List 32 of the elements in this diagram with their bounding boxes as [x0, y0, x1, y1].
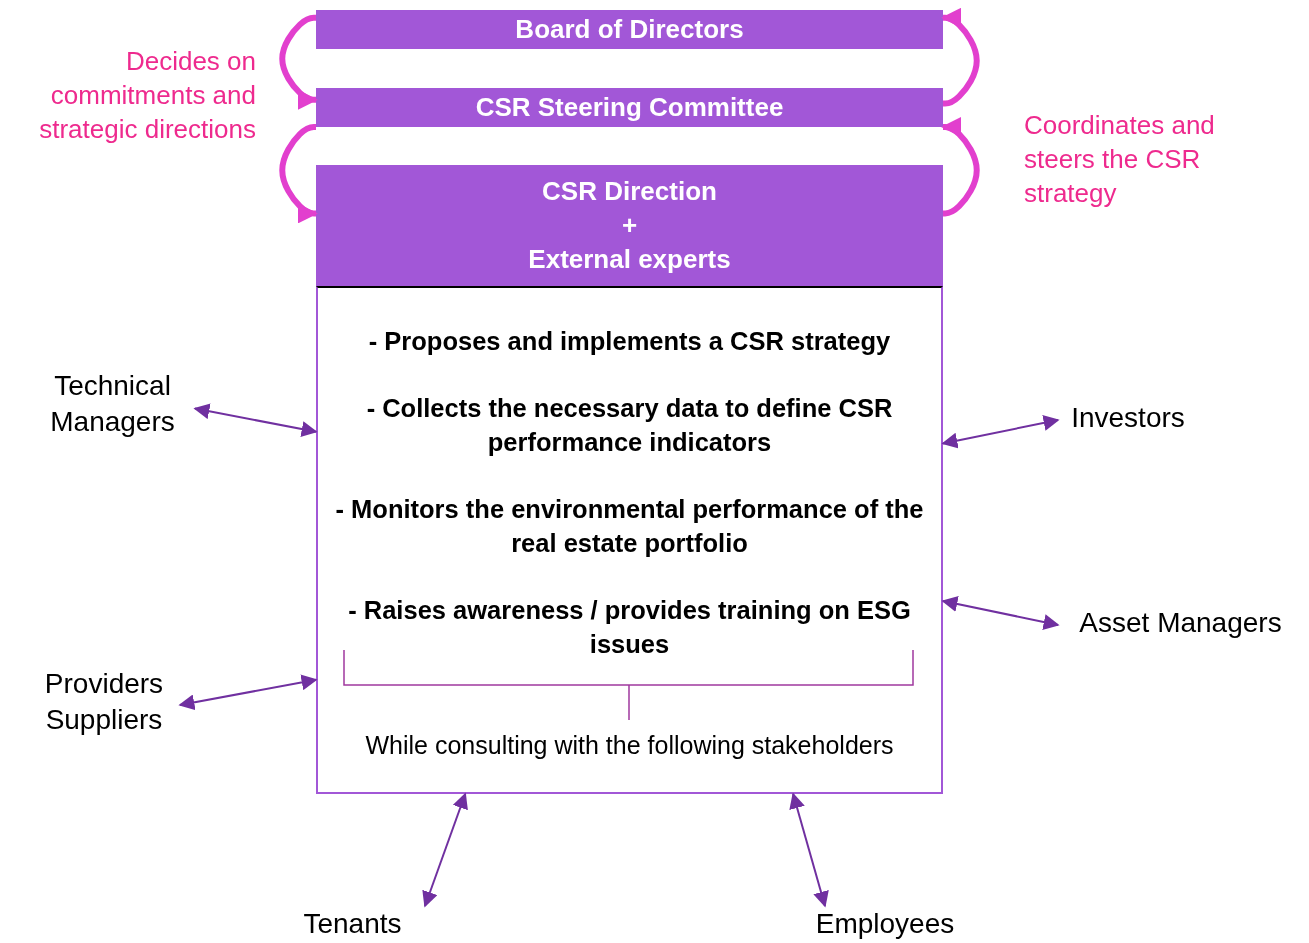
stakeholder-label: Employees [815, 907, 955, 941]
bullet-text: - Monitors the environmental performance of the real estate portfolio [334, 494, 925, 559]
heading-bar [316, 10, 943, 49]
stakeholder-label: Asset Managers [1079, 606, 1282, 640]
bullet-text: - Raises awareness / provides training on ESG issues [347, 595, 912, 660]
double-arrow [789, 792, 829, 908]
double-arrow [941, 415, 1060, 449]
curved-arrow [941, 117, 980, 217]
double-arrow [941, 596, 1060, 630]
annotation-text: Decides on commitments and strategic directions [38, 45, 256, 146]
stakeholder-label: Providers Suppliers [43, 667, 165, 737]
heading-bar [316, 165, 943, 286]
double-arrow [193, 403, 318, 437]
annotation-text: Coordinates and steers the CSR strategy [1024, 109, 1216, 210]
bar-title: CSR Steering Committee [475, 91, 784, 124]
bullet-text: - Proposes and implements a CSR strategy [367, 326, 892, 357]
curved-arrow [279, 14, 318, 110]
curved-arrow [279, 124, 318, 224]
stakeholder-label: Tenants [303, 907, 402, 941]
bar-title: External experts [528, 243, 731, 276]
bar-title: + [621, 209, 638, 242]
note-text: While consulting with the following stakeholders [364, 730, 895, 761]
stakeholder-label: Investors [1071, 401, 1185, 435]
bullet-text: - Collects the necessary data to define CSR performance indicators [365, 393, 894, 458]
bar-title: CSR Direction [542, 175, 717, 208]
stakeholder-label: Technical Managers [49, 369, 176, 439]
bar-title: Board of Directors [515, 13, 744, 46]
double-arrow [422, 792, 468, 908]
double-arrow [178, 674, 318, 711]
content-box [316, 286, 943, 794]
heading-bar [316, 88, 943, 127]
curved-arrow [941, 7, 980, 107]
